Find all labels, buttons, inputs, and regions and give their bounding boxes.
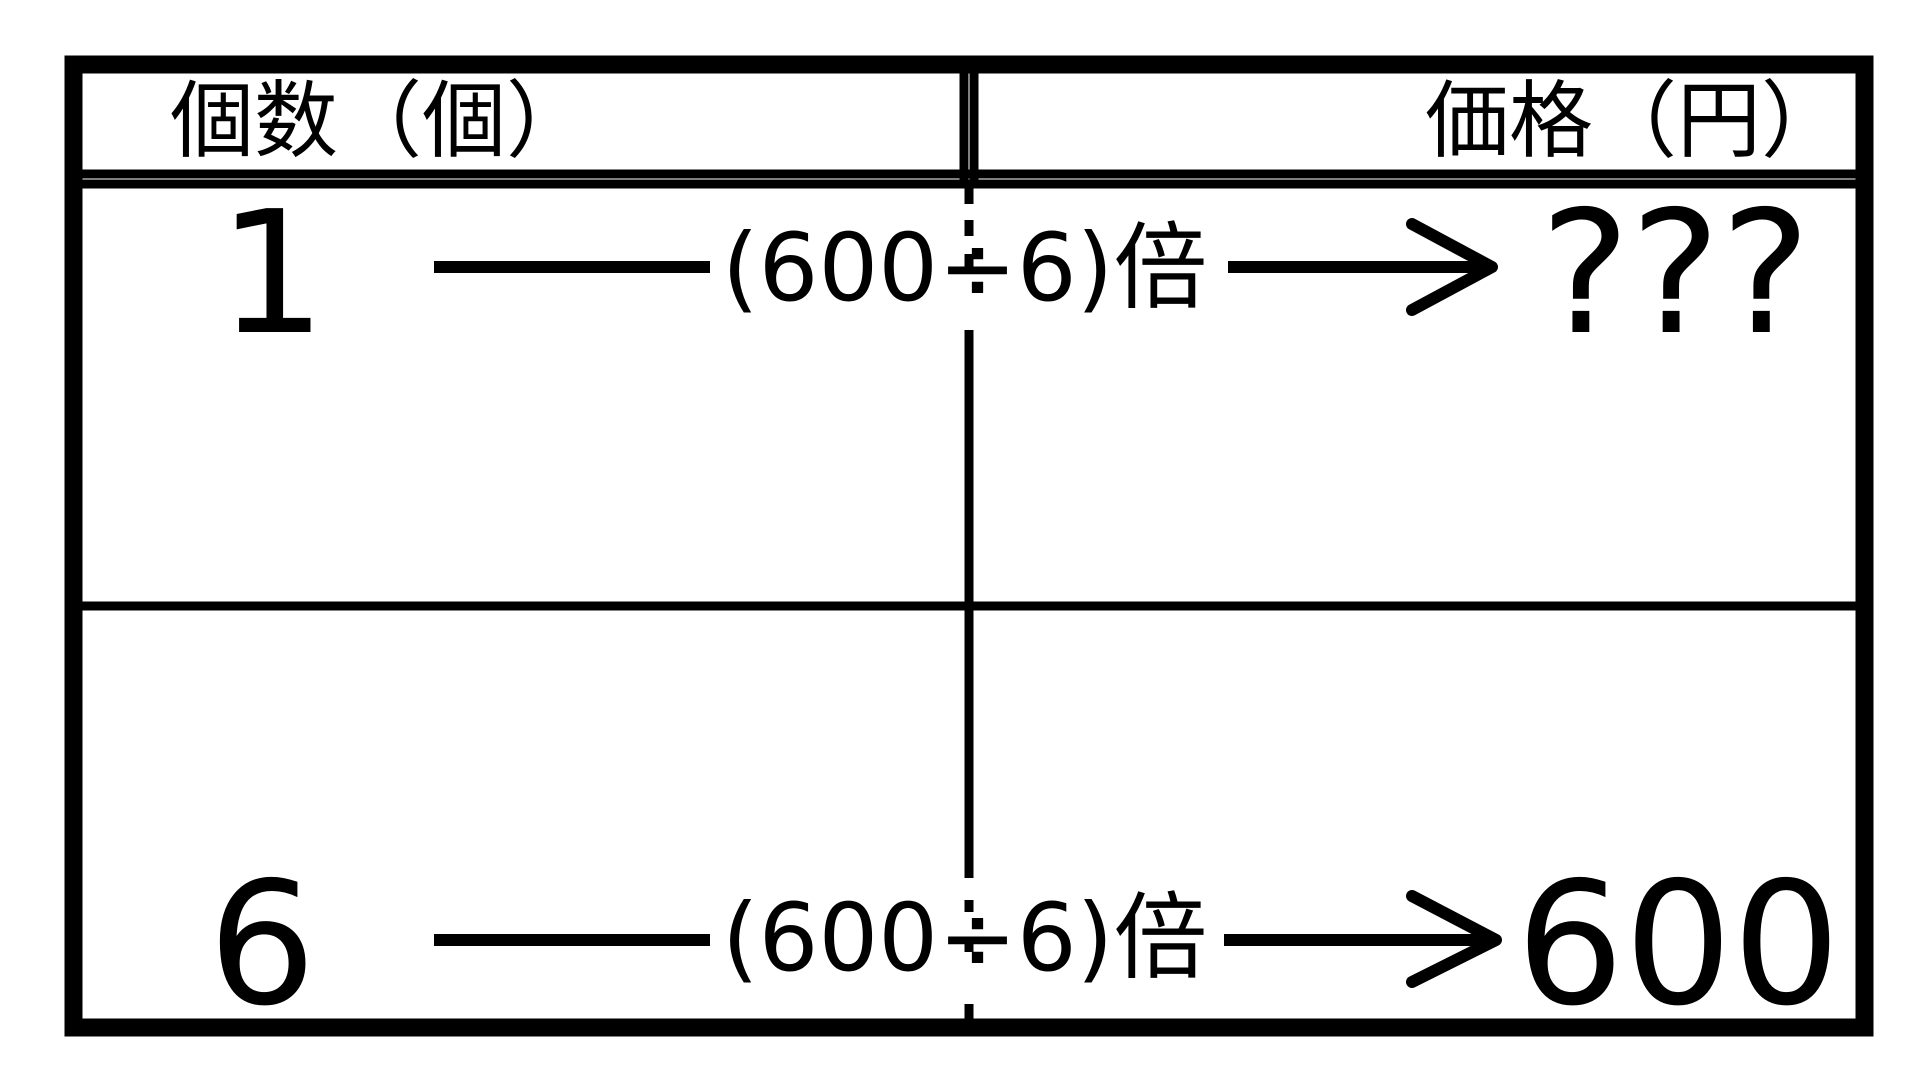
row2-count: 6: [208, 846, 316, 1044]
header-count-label: 個数（個）: [170, 72, 590, 170]
row1-price-unknown: ???: [1540, 175, 1811, 373]
header-price-label: 価格（円）: [1425, 72, 1845, 170]
row2-price-value: 600: [1516, 846, 1840, 1044]
row2-operation-label: (600÷6)倍: [722, 884, 1207, 993]
row1-operation-label: (600÷6)倍: [722, 214, 1207, 323]
outer-frame: [64, 55, 1874, 1037]
row2-arrow-head: [1406, 890, 1502, 988]
row1-arrow-head: [1406, 218, 1498, 316]
row1-count: 1: [218, 175, 326, 373]
